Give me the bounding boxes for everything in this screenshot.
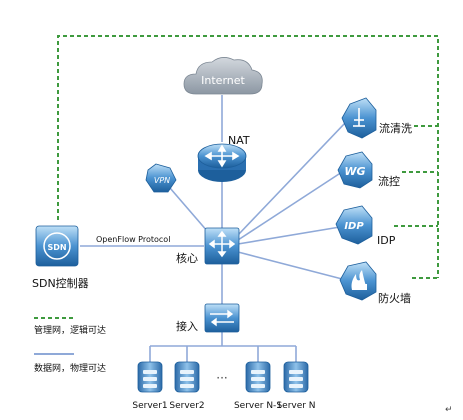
legend-mgmt-label: 管理网，逻辑可达 [34, 324, 106, 336]
wg-node: WG 流控 [337, 151, 400, 189]
flow-ctrl-label: 流控 [378, 174, 400, 188]
server-disk-slot [251, 370, 265, 374]
server-disk-slot [180, 370, 194, 374]
sdn-ring-icon [43, 232, 71, 260]
router-arrows-icon [204, 144, 240, 168]
sdn-body [35, 225, 79, 267]
idp-badge: IDP [344, 221, 364, 232]
access-switch-body [204, 303, 240, 333]
firewall-label: 防火墙 [378, 291, 411, 305]
link-core-flowclean [237, 121, 347, 236]
nat-label: NAT [228, 134, 250, 147]
management-network-lines [57, 35, 439, 279]
wg-hex-icon [337, 151, 373, 189]
link-vpn-core [169, 187, 209, 233]
data-network-lines [80, 95, 347, 362]
server-label: Server N [276, 401, 315, 411]
server-label: Server N-1 [234, 401, 282, 411]
wg-badge: WG [344, 165, 365, 178]
core-switch-arrows-icon [208, 230, 236, 258]
link-core-flowctrl [237, 171, 343, 241]
sdn-badge: SDN [47, 243, 66, 252]
sdn-controller-label: SDN控制器 [32, 276, 89, 290]
broom-icon [353, 108, 365, 127]
vpn-label: VPN [154, 176, 170, 185]
corner-return-mark: ↵ [445, 405, 453, 415]
link-core-idp [237, 226, 341, 245]
access-label: 接入 [176, 320, 198, 333]
core-label: 核心 [176, 251, 198, 265]
server-disk-slot [251, 384, 265, 388]
flow-clean-node: 流清洗 [341, 97, 412, 139]
server-node: Server2 [169, 361, 205, 411]
server-disk-slot [289, 384, 303, 388]
server-node: Server1 [132, 361, 168, 411]
access-switch: 接入 [176, 303, 240, 333]
server-label: Server2 [169, 401, 204, 411]
flame-shield-icon [351, 270, 367, 290]
server-ellipsis: ··· [216, 371, 227, 385]
firewall-node: 防火墙 [339, 261, 411, 305]
vpn-node: VPN [145, 163, 177, 193]
server-disk-slot [143, 377, 157, 381]
server-disk-slot [289, 370, 303, 374]
openflow-label: OpenFlow Protocol [96, 235, 170, 244]
server-disk-slot [180, 384, 194, 388]
legend-data-label: 数据网，物理可达 [34, 362, 106, 374]
cloud-icon [183, 57, 263, 95]
idp-node: IDP IDP [335, 205, 396, 247]
core-switch: 核心 [176, 227, 240, 265]
idp-hex-icon [335, 205, 373, 245]
server-node: Server N-1 [234, 361, 282, 411]
server-node: Server N [276, 361, 316, 411]
mgmt-line-top [57, 35, 439, 278]
server-disk-slot [251, 377, 265, 381]
server-disk-slot [180, 377, 194, 381]
link-core-firewall [237, 251, 347, 281]
flow-clean-label: 流清洗 [379, 121, 412, 135]
server-disk-slot [143, 370, 157, 374]
internet-label: Internet [201, 74, 245, 87]
access-switch-arrows-icon [210, 309, 234, 327]
nat-router: NAT [197, 134, 250, 182]
internet-cloud: Internet [183, 57, 263, 95]
server-disk-slot [289, 377, 303, 381]
idp-label: IDP [377, 234, 396, 247]
server-label: Server1 [132, 401, 167, 411]
legend: 管理网，逻辑可达 数据网，物理可达 [34, 317, 106, 374]
server-disk-slot [143, 384, 157, 388]
vpn-hex-icon [145, 163, 177, 193]
sdn-controller: SDN SDN控制器 OpenFlow Protocol [32, 225, 170, 290]
server-ellipsis-label: ··· [216, 371, 227, 385]
